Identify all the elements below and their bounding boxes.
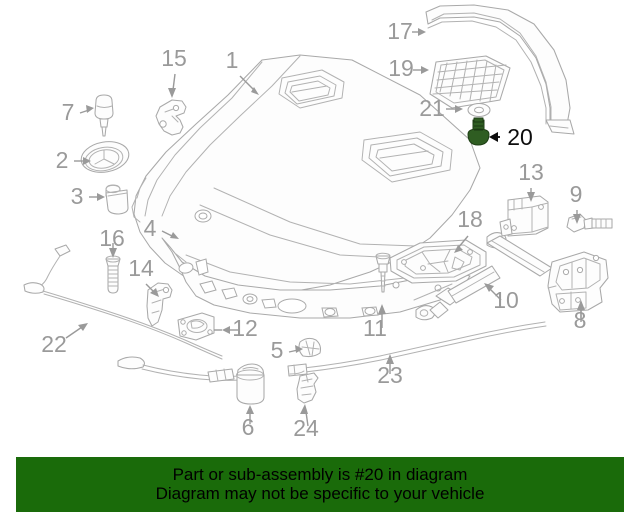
part-6-bump-stop bbox=[236, 363, 265, 405]
callout-leader-23 bbox=[386, 354, 394, 374]
part-21-washer bbox=[467, 102, 491, 118]
callout-label-1: 1 bbox=[226, 47, 239, 73]
callout-leader-9 bbox=[573, 210, 581, 224]
callout-leader-19 bbox=[413, 66, 429, 74]
callout-label-6: 6 bbox=[242, 414, 255, 440]
callout-label-21: 21 bbox=[419, 95, 445, 121]
callout-leader-4 bbox=[161, 230, 179, 239]
callout-leader-18 bbox=[454, 235, 469, 253]
callout-leader-21 bbox=[446, 105, 463, 113]
callout-leader-10 bbox=[484, 283, 502, 301]
callout-leader-11 bbox=[378, 304, 386, 328]
callout-leader-6 bbox=[246, 405, 254, 424]
callout-label-17: 17 bbox=[387, 18, 413, 44]
part-17-hood-seal bbox=[425, 4, 575, 135]
callout-label-12: 12 bbox=[232, 315, 258, 341]
callout-leader-20 bbox=[489, 132, 500, 142]
callout-label-15: 15 bbox=[161, 45, 187, 71]
callout-label-16: 16 bbox=[99, 225, 125, 251]
part-10-gas-strut bbox=[415, 232, 553, 321]
callout-label-24: 24 bbox=[293, 415, 319, 441]
part-13-hood-lock bbox=[499, 195, 549, 237]
callout-label-23: 23 bbox=[377, 362, 403, 388]
part-18-hood-latch bbox=[389, 239, 487, 284]
part-7-hood-stop-buffer bbox=[94, 94, 114, 137]
callout-label-10: 10 bbox=[493, 287, 519, 313]
callout-label-13: 13 bbox=[518, 159, 544, 185]
part-20-mounting-bolt-highlighted bbox=[467, 117, 490, 146]
callout-label-2: 2 bbox=[56, 147, 69, 173]
callout-leader-3 bbox=[89, 193, 105, 201]
part-3-emblem-bushing bbox=[105, 184, 129, 215]
part-19-insulator-mesh bbox=[429, 55, 511, 109]
part-2-star-emblem bbox=[80, 141, 130, 173]
callout-label-4: 4 bbox=[144, 215, 157, 241]
callout-leader-1 bbox=[239, 75, 259, 95]
banner-line-secondary: Diagram may not be specific to your vehi… bbox=[155, 483, 485, 503]
callout-leader-16 bbox=[109, 243, 117, 258]
callout-leader-7 bbox=[79, 105, 94, 114]
callout-leader-2 bbox=[74, 157, 91, 165]
callout-label-11: 11 bbox=[363, 315, 387, 341]
callout-leader-24 bbox=[300, 404, 309, 427]
callout-leader-17 bbox=[412, 28, 426, 36]
part-23-release-cable-rear bbox=[287, 321, 547, 377]
callout-label-8: 8 bbox=[574, 307, 587, 333]
part-24-cable-clip bbox=[296, 372, 319, 404]
callout-leader-22 bbox=[65, 323, 88, 339]
hood-panel-group bbox=[131, 54, 481, 319]
callout-label-14: 14 bbox=[128, 255, 154, 281]
callout-label-5: 5 bbox=[271, 337, 284, 363]
callout-label-9: 9 bbox=[570, 181, 583, 207]
callout-leader-14 bbox=[145, 283, 159, 297]
part-16-adjusting-screw bbox=[105, 255, 121, 294]
callout-label-3: 3 bbox=[71, 183, 84, 209]
part-8-hood-hinge bbox=[547, 251, 609, 313]
part-5-cable-grommet bbox=[298, 337, 322, 358]
callout-label-22: 22 bbox=[41, 331, 67, 357]
part-9-hinge-bolt bbox=[566, 213, 613, 233]
part-info-banner: Part or sub-assembly is #20 in diagram D… bbox=[16, 457, 624, 512]
callout-label-7: 7 bbox=[62, 99, 75, 125]
banner-line-primary: Part or sub-assembly is #20 in diagram bbox=[172, 465, 468, 485]
callout-leader-8 bbox=[577, 300, 585, 322]
callout-leader-13 bbox=[527, 188, 535, 202]
callout-label-18: 18 bbox=[457, 206, 483, 232]
part-15-hinge-arm bbox=[155, 99, 187, 136]
callout-leader-5 bbox=[288, 345, 303, 353]
callout-label-20: 20 bbox=[507, 124, 533, 150]
callout-label-19: 19 bbox=[388, 55, 414, 81]
part-12-striker-plate bbox=[177, 312, 215, 341]
part-11-latch-bolt bbox=[375, 252, 391, 293]
part-22-release-cable-front bbox=[23, 244, 241, 383]
callout-leader-15 bbox=[168, 73, 176, 98]
callout-leader-12 bbox=[214, 326, 238, 334]
